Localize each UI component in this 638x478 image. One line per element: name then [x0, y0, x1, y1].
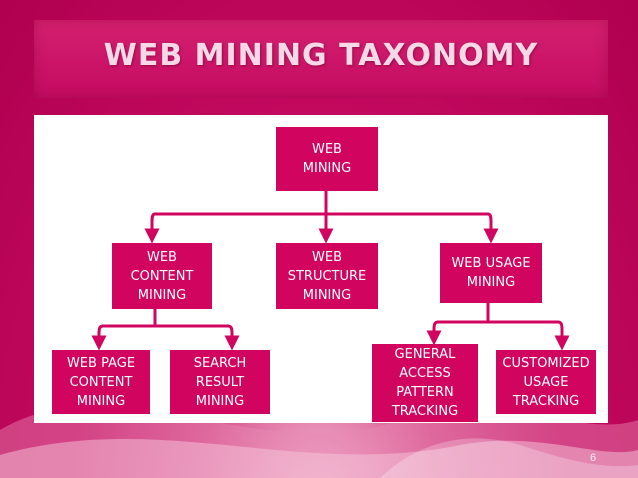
node-customized-usage-tracking: CUSTOMIZED USAGE TRACKING: [496, 350, 596, 414]
node-web-page-content-mining: WEB PAGE CONTENT MINING: [52, 350, 150, 414]
slide-page-number: 6: [590, 452, 597, 464]
node-web-mining: WEB MINING: [276, 127, 378, 191]
node-web-usage-mining: WEB USAGE MINING: [440, 243, 542, 303]
slide-title: WEB MINING TAXONOMY: [103, 38, 539, 73]
node-general-access-pattern-tracking: GENERAL ACCESS PATTERN TRACKING: [372, 344, 478, 422]
node-web-structure-mining: WEB STRUCTURE MINING: [276, 243, 378, 309]
node-web-content-mining: WEB CONTENT MINING: [112, 243, 212, 309]
title-band: [34, 20, 608, 98]
node-search-result-mining: SEARCH RESULT MINING: [170, 350, 270, 414]
